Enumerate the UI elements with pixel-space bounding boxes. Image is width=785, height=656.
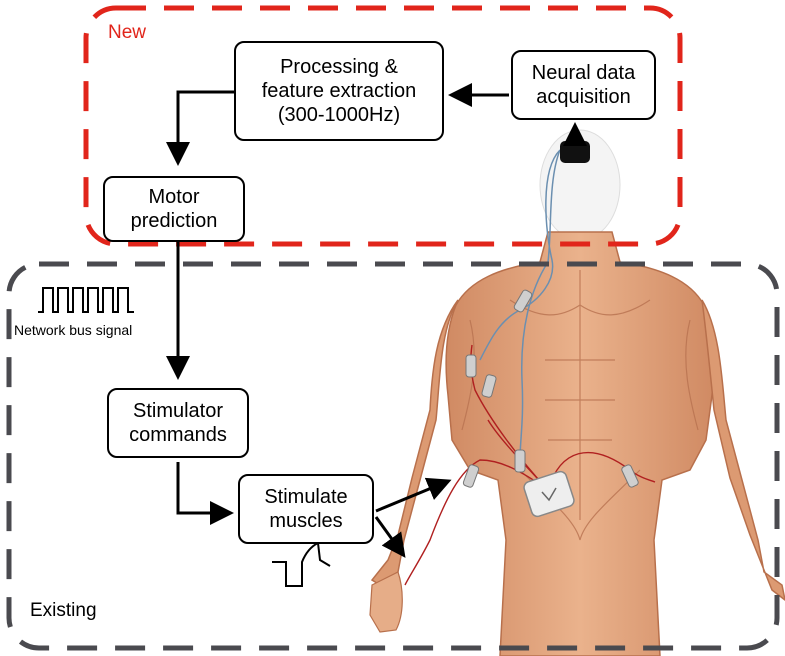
electrode [462, 464, 480, 488]
box-line: commands [129, 424, 227, 446]
box-line: prediction [130, 210, 218, 232]
motor-prediction-box: Motor prediction [103, 176, 245, 242]
electrode [481, 374, 497, 398]
processing-feature-extraction-box: Processing & feature extraction (300-100… [234, 41, 444, 141]
stimulate-muscles-box: Stimulate muscles [238, 474, 374, 544]
stim-pulse-icon [272, 541, 331, 587]
box-line: Processing & [280, 56, 398, 78]
stimulator-device-icon [523, 470, 575, 518]
left-hand [369, 571, 403, 633]
right-arm [701, 299, 785, 601]
arrow-stimmus-to-hand [374, 516, 406, 558]
lead-wire [519, 149, 561, 461]
stimulator-commands-box: Stimulator commands [107, 388, 249, 458]
network-bus-signal-label: Network bus signal [14, 322, 133, 338]
left-arm [370, 299, 459, 586]
human-body-illustration [369, 129, 785, 656]
box-line: Neural data [531, 62, 636, 84]
arrow-processing-to-motor [166, 90, 234, 166]
new-region-label: New [108, 22, 147, 43]
box-line: Motor [148, 186, 200, 208]
box-line: acquisition [536, 86, 631, 108]
box-line: feature extraction [261, 80, 417, 102]
electrode [514, 449, 526, 473]
new-region-border [83, 5, 683, 247]
flow-arrows [166, 83, 587, 558]
box-line: muscles [269, 510, 343, 532]
headset-connector-icon [560, 141, 590, 163]
existing-region-border [6, 261, 780, 651]
square-wave-icon [38, 287, 134, 313]
neural-data-acquisition-box: Neural data acquisition [511, 50, 656, 120]
electrode [465, 354, 477, 378]
electrode [621, 464, 639, 488]
arrow-stimcmd-to-stimmus [176, 462, 234, 525]
box-line: Stimulate [264, 486, 348, 508]
box-line: Stimulator [132, 400, 224, 422]
electrode [513, 289, 533, 313]
arrow-stimmus-to-arm [375, 477, 452, 513]
lead-wire [479, 149, 561, 361]
box-line: (300-1000Hz) [277, 104, 401, 126]
existing-region-label: Existing [30, 600, 97, 621]
